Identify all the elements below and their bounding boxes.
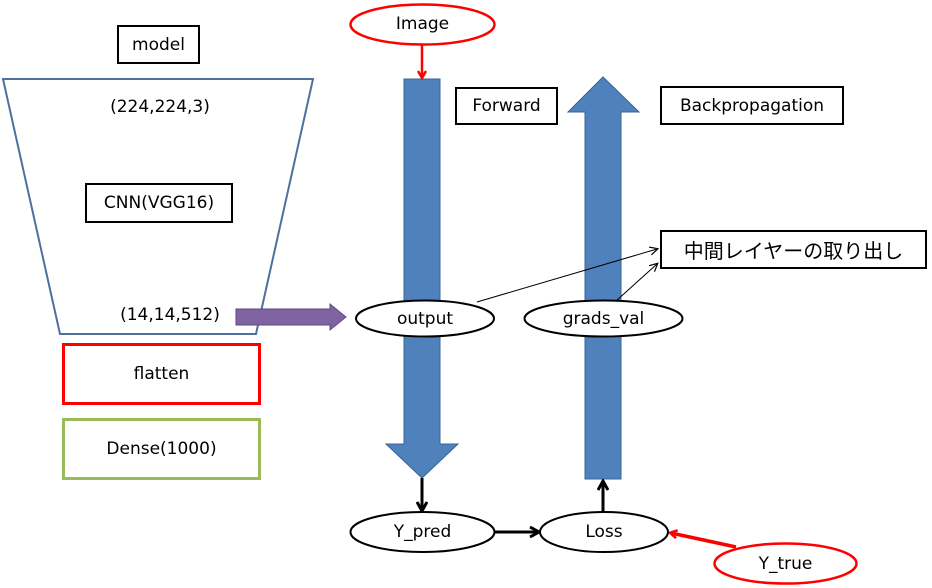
backbone-label: CNN(VGG16) <box>103 193 215 213</box>
dense-label: Dense(1000) <box>106 439 217 459</box>
intermediate-layer-label: 中間レイヤーの取り出し <box>683 239 904 263</box>
backpropagation-label: Backpropagation <box>679 95 825 116</box>
flatten-label: flatten <box>133 364 190 384</box>
model-title-box: model <box>117 25 200 64</box>
model-title: model <box>132 34 185 55</box>
grads-to-intermediate-connector <box>615 264 657 302</box>
loss-label: Loss <box>585 522 623 542</box>
flatten-layer-box: flatten <box>62 343 261 405</box>
backpropagation-arrow <box>566 76 641 480</box>
forward-label-box: Forward <box>455 87 558 125</box>
ypred-label: Y_pred <box>393 522 452 542</box>
forward-arrow <box>384 78 460 479</box>
output-node <box>355 299 495 338</box>
intermediate-layer-box: 中間レイヤーの取り出し <box>660 230 927 269</box>
backbone-box: CNN(VGG16) <box>85 183 233 223</box>
input-shape-label: (224,224,3) <box>110 97 210 117</box>
output-to-intermediate-connector <box>476 249 657 303</box>
feature-map-arrow <box>235 302 347 332</box>
ytrue-label: Y_true <box>758 554 813 574</box>
image-label: Image <box>395 14 450 34</box>
grads-val-node <box>523 299 684 338</box>
ytrue-to-loss-connector <box>671 533 737 549</box>
dense-layer-box: Dense(1000) <box>62 418 261 480</box>
loss-node <box>539 511 669 553</box>
backpropagation-label-box: Backpropagation <box>660 86 844 125</box>
output-label: output <box>396 309 454 329</box>
grads-val-label: grads_val <box>562 309 645 329</box>
output-shape-label: (14,14,512) <box>120 305 220 325</box>
image-node <box>349 3 496 46</box>
forward-label: Forward <box>472 96 541 116</box>
ytrue-node <box>713 542 858 585</box>
ypred-node <box>349 511 496 553</box>
